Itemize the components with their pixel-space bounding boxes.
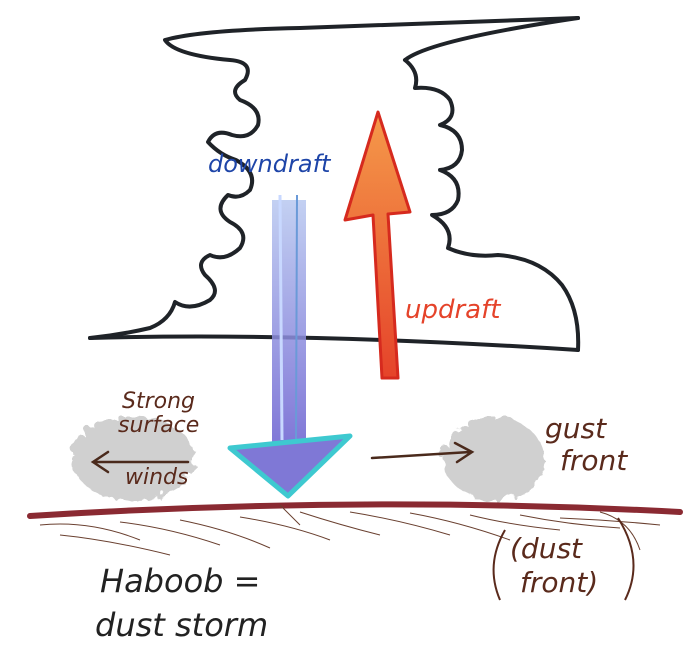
cloud-right-outline [403, 58, 581, 352]
dust-front-label-line2: front) [520, 566, 598, 599]
ground-line [27, 501, 683, 519]
gust-front-label-line2: front [560, 444, 628, 477]
dust-front-bracket-right [617, 517, 635, 601]
thunderstorm-cloud [88, 16, 581, 352]
surface-winds-label-line1: Strong [122, 389, 195, 414]
updraft-label: updraft [405, 295, 501, 325]
downdraft-label: downdraft [208, 150, 332, 178]
ground-hatching [39, 504, 661, 556]
surface-wind-arrow-left [90, 450, 190, 474]
updraft-arrow [343, 110, 412, 380]
gust-front-label-line1: gust [545, 412, 607, 445]
cloud-left-outline [88, 16, 580, 340]
haboob-title-line2: dust storm [95, 606, 268, 644]
cloud-base [88, 334, 580, 352]
surface-winds-label-line2: surface [118, 413, 199, 438]
dust-front-label-line1: (dust [510, 532, 583, 565]
anvil-top [403, 16, 580, 62]
dust-cloud-left [68, 413, 192, 497]
haboob-title-line1: Haboob = [100, 562, 260, 600]
surface-winds-label-line3: winds [125, 465, 188, 490]
dust-cloud-right [440, 413, 540, 497]
downdraft-arrow [227, 194, 353, 499]
gust-front-arrow-right [370, 441, 475, 464]
dust-front-bracket-left [492, 529, 506, 601]
